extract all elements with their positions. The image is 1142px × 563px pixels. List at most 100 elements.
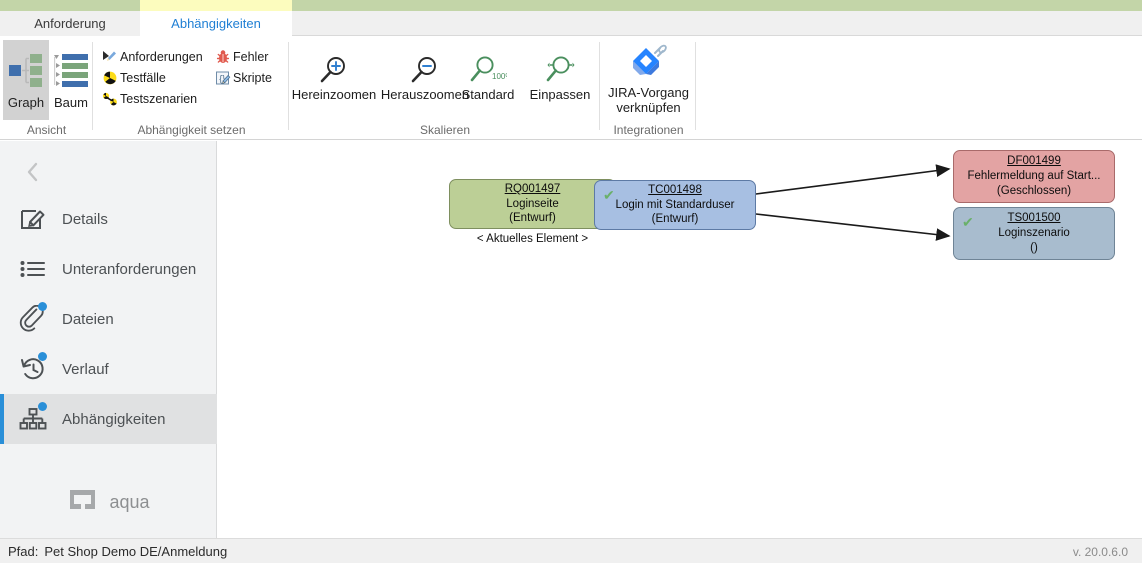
button-einpassen[interactable]: Einpassen [524,42,596,122]
check-icon: ✔ [603,187,615,203]
graph-node-rq001497-state: (Entwurf) [509,212,556,225]
testscenario-icon [101,90,118,107]
view-button-baum-label: Baum [54,95,88,110]
zoom-in-icon [317,42,351,88]
tab-bar: Anforderung Abhängigkeiten [0,11,1142,36]
dep-item-testszenarien-label: Testszenarien [120,91,198,106]
graph-node-tc001498-title: Login mit Standarduser [615,198,735,211]
graph-node-ts001500-state: () [1030,241,1038,254]
dep-item-skripte[interactable]: {} Skripte [214,69,272,86]
view-button-graph[interactable]: Graph [3,40,49,120]
svg-text:{}: {} [219,73,225,83]
sidebar-item-dateien[interactable]: Dateien [0,294,217,344]
status-bar: Pfad: Pet Shop Demo DE/Anmeldung v. 20.0… [0,538,1142,563]
graph-node-rq001497-title: Loginseite [506,197,559,210]
ribbon-toolbar: Graph Baum [0,36,1142,140]
graph-node-df001499-state: (Geschlossen) [996,184,1072,197]
dep-item-anforderungen[interactable]: Anforderungen [101,48,203,65]
brand-logo: aqua [0,487,217,518]
chevron-left-icon[interactable] [16,155,50,189]
view-button-baum[interactable]: Baum [48,40,94,120]
button-jira-label-line2: verknüpfen [616,99,681,115]
tab-anforderung[interactable]: Anforderung [0,11,140,36]
sidebar-item-unteranforderungen[interactable]: Unteranforderungen [0,244,217,294]
requirements-icon [101,48,118,65]
button-herauszoomen-label: Herauszoomen [380,87,470,102]
dep-item-anforderungen-label: Anforderungen [120,49,203,64]
button-hereinzoomen[interactable]: Hereinzoomen [290,42,378,122]
bug-icon [214,48,231,65]
graph-node-ts001500-title: Loginszenario [998,227,1070,240]
check-icon: ✔ [962,214,974,230]
button-jira-label-line1: JIRA-Vorgang [608,85,689,100]
view-button-graph-label: Graph [7,95,45,110]
sitemap-icon [16,402,50,433]
graph-node-tc001498-state: (Entwurf) [651,213,699,226]
ribbon-group-abhaengigkeit-label: Abhängigkeit setzen [137,123,246,137]
tab-abhaengigkeiten[interactable]: Abhängigkeiten [140,11,292,36]
badge-dot [38,352,47,361]
ribbon-group-skalieren-label: Skalieren [419,123,471,137]
brand-label: aqua [109,492,150,512]
graph-node-ts001500[interactable]: ✔ TS001500 Loginszenario () [953,207,1115,260]
dep-item-skripte-label: Skripte [233,70,272,85]
graph-node-df001499-id: DF001499 [1007,155,1061,168]
zoom-fit-icon [541,42,579,88]
button-herauszoomen[interactable]: Herauszoomen [381,42,469,122]
jira-link-icon [628,42,670,86]
graph-node-rq001497-sublabel: < Aktuelles Element > [476,233,589,245]
graph-icon [6,46,46,94]
ribbon-group-integrationen-label: Integrationen [613,123,684,137]
top-color-strip [0,0,1142,11]
sidebar-item-unteranforderungen-label: Unteranforderungen [62,260,197,278]
dep-item-fehler-label: Fehler [233,49,269,64]
ribbon-separator-1 [92,42,93,130]
script-icon: {} [214,69,231,86]
sidebar-item-dateien-label: Dateien [62,310,114,328]
status-path-label: Pfad: [8,544,39,559]
svg-text:100%: 100% [492,72,507,81]
dep-item-testszenarien[interactable]: Testszenarien [101,90,197,107]
list-icon [16,255,50,283]
button-standard-label: Standard [461,87,515,102]
ribbon-separator-2 [288,42,289,130]
history-icon [16,352,50,383]
button-jira-vorgang-verknuepfen[interactable]: JIRA-Vorgang verknüpfen [601,42,696,116]
sidebar-item-verlauf[interactable]: Verlauf [0,344,217,394]
graph-node-df001499-title: Fehlermeldung auf Start... [967,170,1101,183]
ribbon-group-skalieren: Hereinzoomen Herauszoomen 1 [290,36,600,140]
ribbon-separator-3 [599,42,600,130]
graph-node-ts001500-id: TS001500 [1007,212,1061,225]
badge-dot [38,402,47,411]
edit-note-icon [16,205,50,233]
badge-dot [38,302,47,311]
dep-item-testfaelle[interactable]: Testfälle [101,69,166,86]
ribbon-group-integrationen: JIRA-Vorgang verknüpfen Integrationen [601,36,696,140]
sidebar-item-abhaengigkeiten[interactable]: Abhängigkeiten [0,394,217,444]
button-einpassen-label: Einpassen [529,87,591,102]
tree-icon [51,46,91,94]
button-hereinzoomen-label: Hereinzoomen [291,87,377,102]
dep-item-fehler[interactable]: Fehler [214,48,268,65]
status-version: v. 20.0.6.0 [1072,544,1128,559]
graph-node-rq001497[interactable]: RQ001497 Loginseite (Entwurf) [449,179,616,229]
dependency-graph-canvas[interactable]: RQ001497 Loginseite (Entwurf) < Aktuelle… [218,141,1142,538]
tab-anforderung-label: Anforderung [34,16,106,31]
graph-node-tc001498[interactable]: ✔ TC001498 Login mit Standarduser (Entwu… [594,180,756,230]
sidebar-item-details[interactable]: Details [0,194,217,244]
ribbon-group-ansicht-label: Ansicht [26,123,67,137]
dep-item-testfaelle-label: Testfälle [120,70,166,85]
button-standard[interactable]: 100% Standard [452,42,524,122]
sidebar-item-verlauf-label: Verlauf [62,360,109,378]
ribbon-group-abhaengigkeit-setzen: Anforderungen Testfälle [94,36,289,140]
sidebar-item-abhaengigkeiten-label: Abhängigkeiten [62,410,166,428]
aqua-logo-icon [67,487,101,518]
graph-node-rq001497-id: RQ001497 [504,182,561,195]
status-path: Pfad: Pet Shop Demo DE/Anmeldung [8,539,227,563]
testcase-icon [101,69,118,86]
tab-abhaengigkeiten-label: Abhängigkeiten [171,16,261,31]
zoom-out-icon [408,42,442,88]
ribbon-group-ansicht: Graph Baum [0,36,93,140]
graph-node-df001499[interactable]: DF001499 Fehlermeldung auf Start... (Ges… [953,150,1115,203]
